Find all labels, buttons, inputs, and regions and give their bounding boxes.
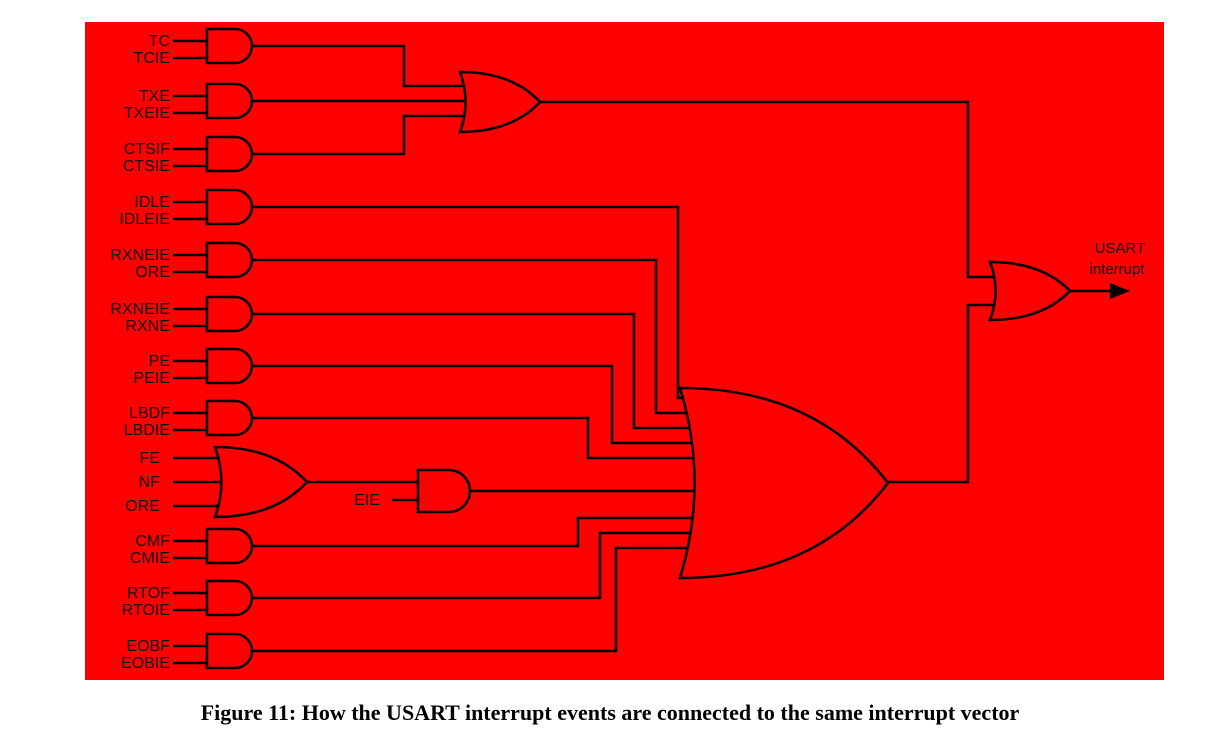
and-gate (205, 527, 254, 565)
signal-label: LBDF (129, 405, 170, 422)
wire-to-main-or (252, 258, 700, 415)
and-gate (205, 579, 254, 617)
wire-to-main-or (252, 364, 700, 445)
signal-label: PE (149, 353, 170, 370)
signal-label: IDLE (134, 194, 170, 211)
signal-label: CMIE (130, 550, 170, 567)
signal-label: RXNEIE (110, 301, 170, 318)
signal-label: TCIE (134, 50, 170, 67)
and-gate (205, 347, 254, 385)
output-arrow (1110, 283, 1130, 299)
signal-label: PEIE (134, 370, 170, 387)
or-gate-transmit (458, 70, 542, 134)
wire-to-main-or (252, 312, 700, 430)
signal-label: RTOF (127, 585, 170, 602)
output-label: interrupt (1089, 261, 1145, 278)
signal-label: EOBIE (121, 655, 170, 672)
or-gate-error (213, 445, 309, 519)
and-gate (205, 399, 254, 437)
output-label: USART (1095, 240, 1146, 257)
and-gate (205, 295, 254, 333)
signal-label: ORE (125, 498, 160, 515)
and-gate (205, 27, 254, 65)
signal-label: TXEIE (124, 105, 170, 122)
wire-transmit-or (540, 100, 1000, 279)
signal-label: RXNE (126, 318, 170, 335)
and-gate (205, 188, 254, 226)
signal-label: RXNEIE (110, 247, 170, 264)
signal-label: FE (140, 450, 160, 467)
signal-label: CTSIF (124, 141, 170, 158)
wire-ctsif (252, 114, 470, 156)
signal-label: ORE (135, 264, 170, 281)
diagram-background (85, 22, 1164, 680)
and-gate (205, 632, 254, 670)
wire-to-main-or (252, 531, 700, 600)
signal-label: EOBF (126, 638, 170, 655)
wire-to-main-or (252, 546, 700, 653)
figure-caption: Figure 11: How the USART interrupt event… (200, 700, 1020, 725)
wire-main-or (888, 303, 1000, 484)
signal-label: CMF (135, 533, 170, 550)
wire-to-main-or (252, 416, 700, 460)
signal-label: LBDIE (124, 422, 170, 439)
wire-to-main-or (252, 516, 700, 548)
wire-tc (252, 44, 470, 88)
signal-label: NF (139, 474, 161, 491)
or-gate-final (988, 260, 1072, 322)
or-gate-main (678, 386, 890, 580)
signal-label: TC (149, 33, 170, 50)
signal-label: EIE (354, 492, 380, 509)
signal-label: CTSIE (123, 158, 170, 175)
and-gate-error (416, 468, 472, 514)
signal-label: TXE (139, 88, 170, 105)
and-gate (205, 82, 254, 120)
signal-label: RTOIE (122, 602, 170, 619)
and-gate (205, 135, 254, 173)
and-gate (205, 241, 254, 279)
signal-label: IDLEIE (119, 211, 170, 228)
